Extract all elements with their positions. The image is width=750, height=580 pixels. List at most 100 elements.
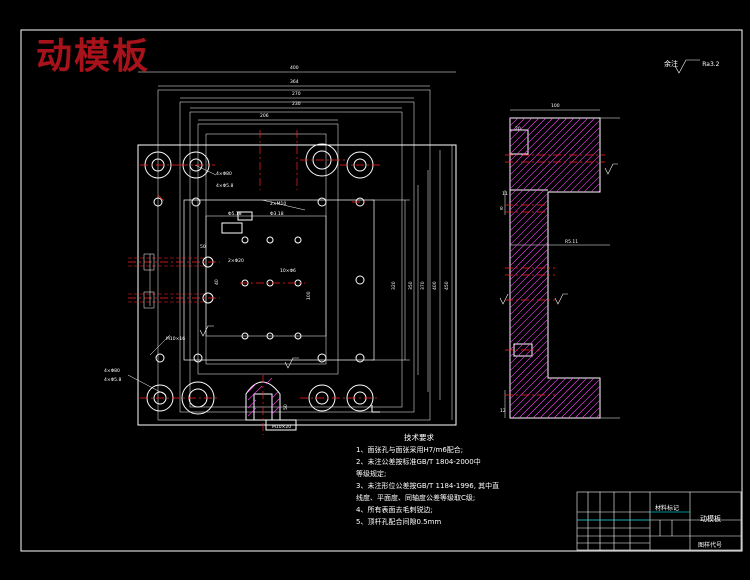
hatch-line [532, 118, 600, 418]
svg-text:40: 40 [214, 279, 220, 285]
roughness-value: Ra3.2 [702, 61, 720, 68]
hatch-line [510, 118, 600, 418]
hatch-line [510, 118, 526, 418]
hatch-line [510, 118, 600, 418]
hatch-line [574, 118, 600, 418]
requirement-item: 等级规定; [356, 470, 387, 478]
svg-text:320: 320 [391, 281, 397, 290]
technical-requirements: 技术要求 1、面张孔与面张采用H7/m6配合; 2、未注公差按标准GB/T 18… [356, 432, 499, 528]
sheet-frame [20, 29, 743, 552]
hatch-line [510, 118, 600, 418]
hatch-line [539, 118, 600, 418]
hatch-line [581, 118, 600, 418]
hatch-line [510, 118, 547, 418]
requirement-item: 4、所有表面去毛刺锐边; [356, 506, 433, 514]
requirement-item: 3、未注形位公差按GB/T 1184-1996, 其中直 [356, 482, 500, 490]
svg-text:M10×20: M10×20 [272, 424, 291, 430]
hatch-line [624, 118, 750, 418]
hatch-line [588, 118, 600, 418]
hatch-line [510, 118, 600, 418]
svg-text:400: 400 [432, 281, 438, 290]
roughness-label: 余注 [664, 60, 678, 68]
svg-text:Φ5.18: Φ5.18 [228, 211, 242, 217]
requirement-item: 线度、平面度、同轴度公差等级取C级; [356, 494, 476, 502]
hatch-line [510, 118, 600, 418]
hatch-line [510, 118, 600, 418]
return-pin-bolts [128, 257, 205, 303]
front-view [137, 71, 457, 431]
svg-text:450: 450 [444, 281, 450, 290]
roughness-note: 余注 Ra3.2 [664, 59, 720, 69]
hatch-line [510, 118, 512, 418]
plate-outline [137, 144, 457, 426]
svg-text:270: 270 [292, 91, 301, 97]
hatch-line [510, 118, 568, 418]
svg-text:R5.11: R5.11 [565, 239, 578, 245]
svg-text:4×Φ80: 4×Φ80 [216, 171, 232, 177]
requirement-item: 5、顶杆孔配合间隙0.5mm [356, 518, 442, 526]
hatch-line [567, 118, 600, 418]
hatch-line [510, 118, 600, 418]
svg-text:100: 100 [551, 103, 560, 109]
hatch-line [510, 118, 600, 418]
title-block-material: 材料标记 [655, 505, 680, 512]
svg-text:10×Φ6: 10×Φ6 [280, 268, 296, 274]
svg-text:2×Φ20: 2×Φ20 [228, 258, 244, 264]
hatch-line [603, 118, 750, 418]
hatch-line [510, 118, 600, 418]
centerlines-front [128, 130, 380, 435]
hatch-line [510, 118, 582, 418]
hatch-line [510, 118, 589, 418]
sprue-hatch [247, 377, 281, 417]
svg-text:8: 8 [500, 206, 503, 212]
hatch-line [510, 118, 600, 418]
svg-text:M10×16: M10×16 [166, 336, 185, 342]
hatch-line [510, 118, 596, 418]
hatch-line [610, 118, 750, 418]
hatch-line [510, 118, 600, 418]
svg-text:4×Φ5.8: 4×Φ5.8 [104, 377, 121, 383]
dimension-labels: 400 364 270 230 206 4×Φ80 4×Φ5.8 2×M10 Φ… [104, 65, 450, 430]
hatch-line [553, 118, 600, 418]
requirement-item: 1、面张孔与面张采用H7/m6配合; [356, 446, 464, 454]
hatch-line [510, 118, 540, 418]
hatch-line [525, 118, 600, 418]
hatch-line [510, 118, 600, 418]
svg-text:20: 20 [515, 126, 521, 132]
svg-text:12: 12 [500, 408, 506, 414]
svg-text:364: 364 [290, 79, 299, 85]
svg-text:11: 11 [502, 191, 508, 197]
side-section-view: 100 20 11 R5.11 12 8 [190, 103, 750, 419]
hatch-line [510, 118, 519, 418]
side-hatch [190, 118, 750, 418]
svg-text:Φ3.18: Φ3.18 [270, 211, 284, 217]
hatch-line [595, 118, 600, 418]
hatch-line [190, 118, 490, 418]
svg-text:2×M10: 2×M10 [270, 201, 286, 207]
title-block-highlight [577, 511, 690, 521]
requirement-item: 2、未注公差按标准GB/T 1804-2000中 [356, 458, 481, 466]
svg-text:206: 206 [260, 113, 269, 119]
front-leaders [127, 164, 306, 396]
watermark-title: 动模板 [36, 35, 151, 77]
svg-text:100: 100 [306, 291, 312, 300]
title-block [576, 491, 742, 551]
svg-text:50: 50 [200, 244, 206, 250]
svg-text:4×Φ5.8: 4×Φ5.8 [216, 183, 233, 189]
svg-text:370: 370 [420, 281, 426, 290]
svg-text:350: 350 [408, 281, 414, 290]
hatch-line [510, 118, 600, 418]
svg-text:400: 400 [290, 65, 299, 71]
hatch-line [510, 118, 533, 418]
hatch-line [510, 118, 575, 418]
svg-text:4×Φ80: 4×Φ80 [104, 368, 120, 374]
title-block-drawing-no: 图样代号 [698, 542, 723, 549]
hatch-line [510, 118, 600, 418]
svg-text:230: 230 [292, 101, 301, 107]
hatch-line [510, 118, 600, 418]
title-block-drawing-name: 动模板 [700, 515, 721, 523]
svg-text:50: 50 [283, 404, 289, 410]
hatch-line [617, 118, 750, 418]
hatch-line [546, 118, 600, 418]
